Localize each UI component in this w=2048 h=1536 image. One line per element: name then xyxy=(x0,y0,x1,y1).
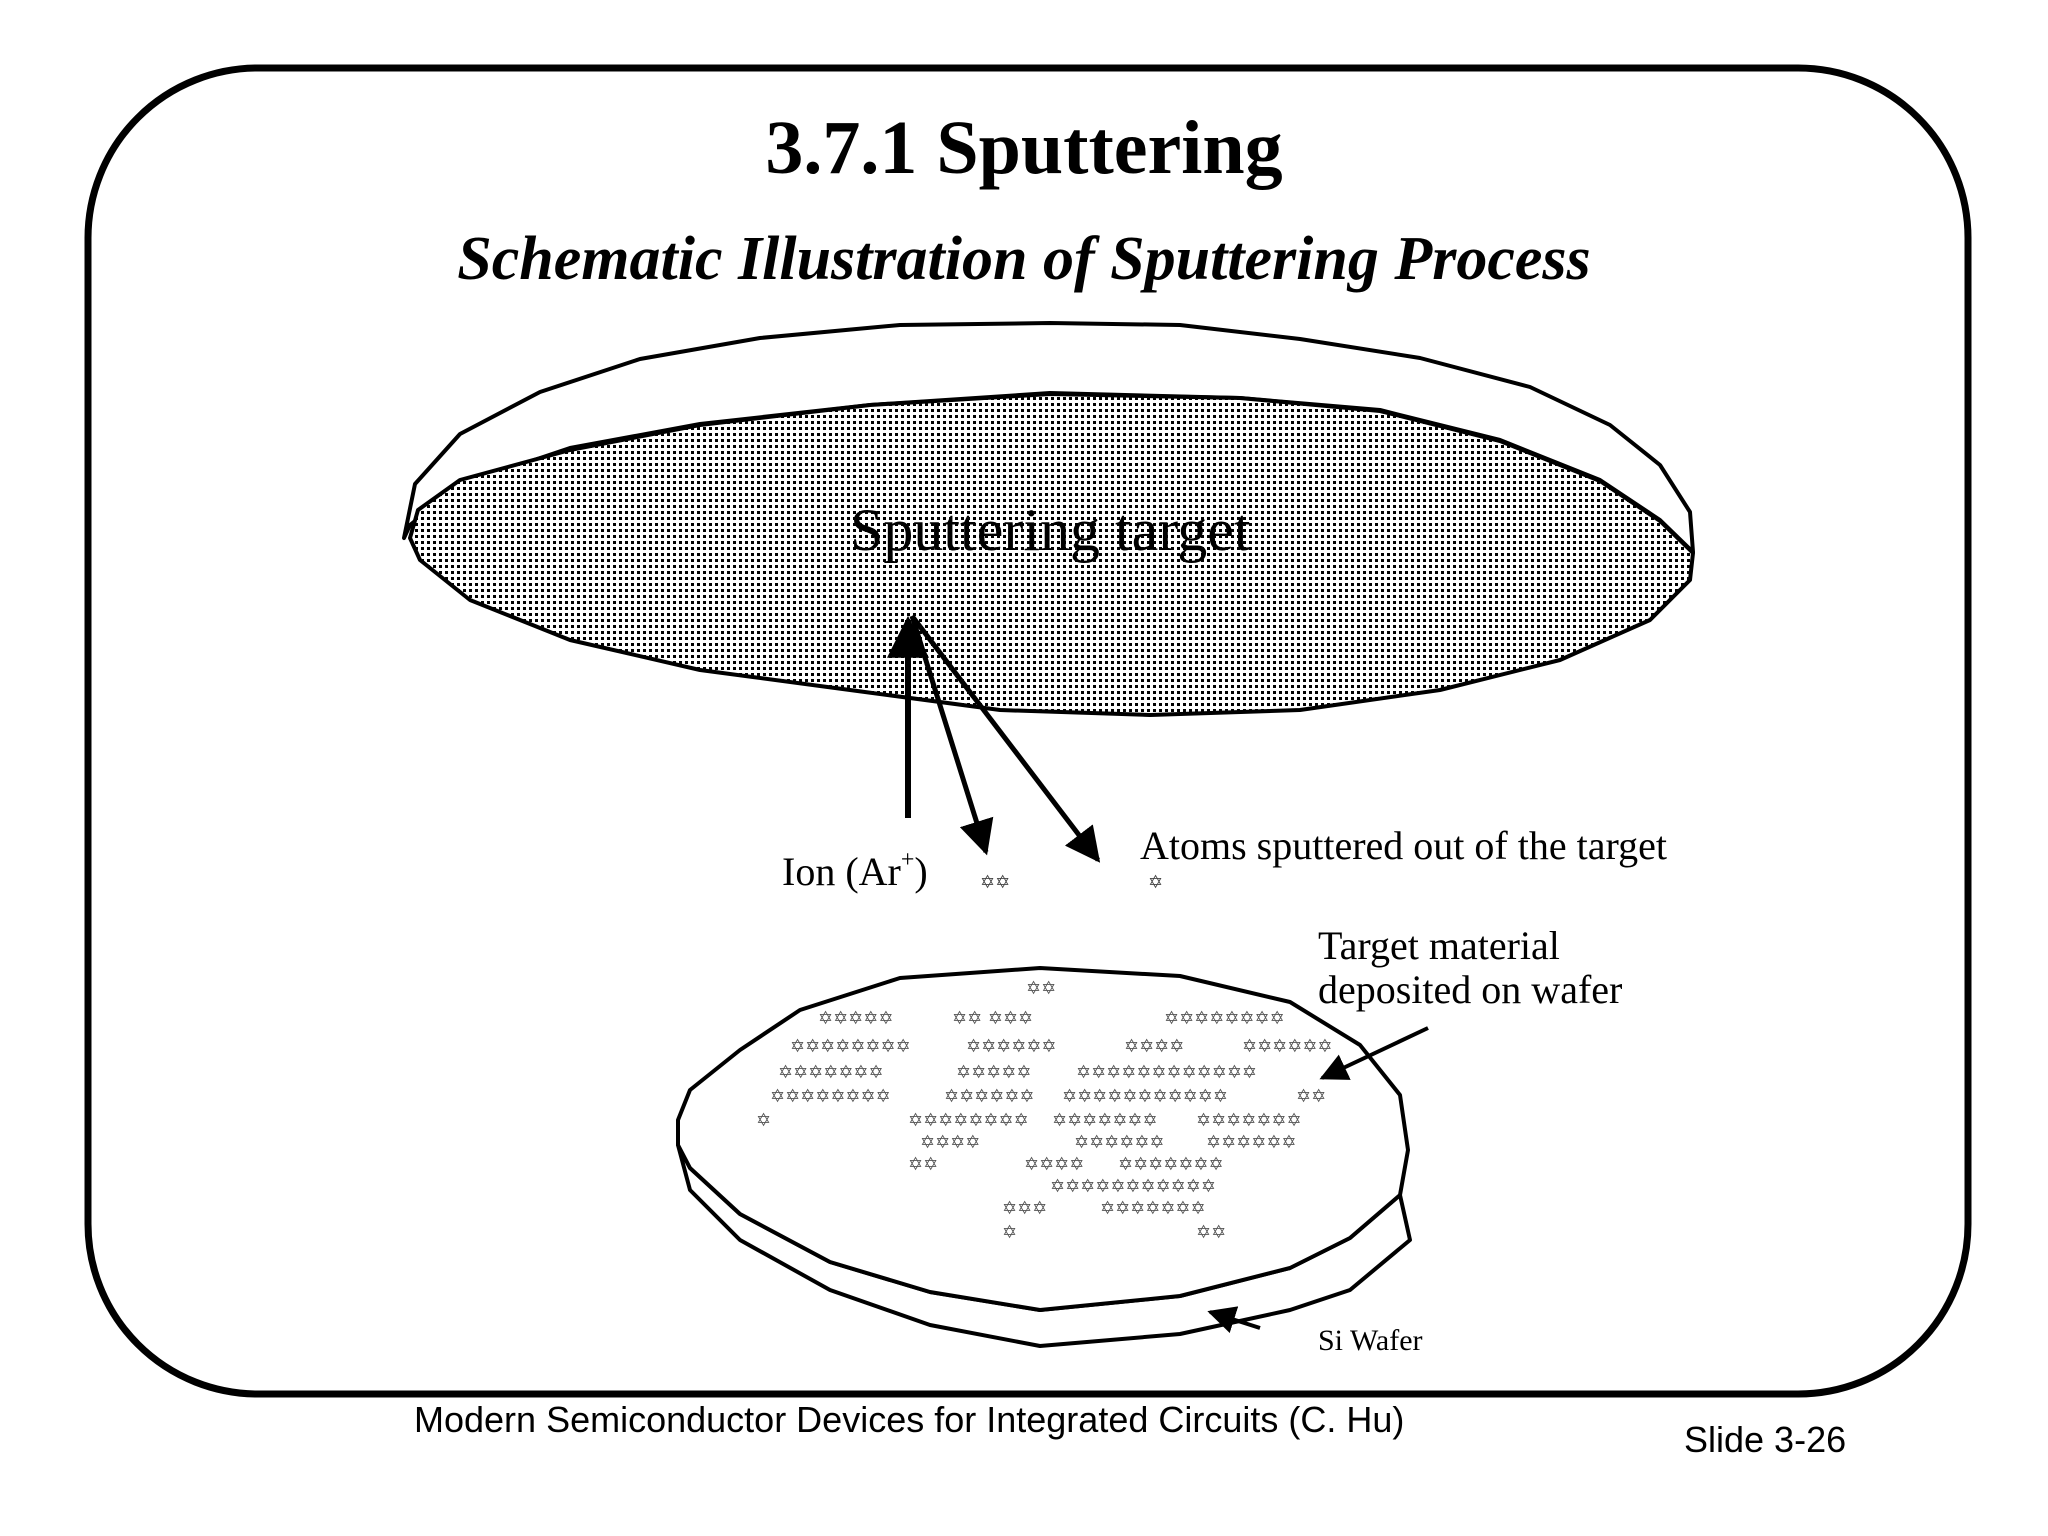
deposit-label: Target material deposited on wafer xyxy=(1318,924,1622,1012)
svg-text:✡✡✡✡✡✡: ✡✡✡✡✡✡ xyxy=(1242,1036,1333,1057)
svg-text:✡✡: ✡✡ xyxy=(1296,1086,1326,1107)
sputtered-atoms-in-flight: ✡✡ ✡ xyxy=(980,872,1163,893)
svg-text:✡✡✡✡✡✡✡: ✡✡✡✡✡✡✡ xyxy=(1052,1110,1158,1131)
deposit-label-line2: deposited on wafer xyxy=(1318,967,1623,1012)
svg-text:✡✡✡✡✡✡✡✡✡✡✡: ✡✡✡✡✡✡✡✡✡✡✡ xyxy=(1050,1176,1216,1197)
svg-text:✡✡✡✡✡✡✡: ✡✡✡✡✡✡✡ xyxy=(1100,1198,1206,1219)
svg-text:✡✡✡✡✡: ✡✡✡✡✡ xyxy=(818,1008,893,1029)
svg-text:✡✡ ✡✡✡: ✡✡ ✡✡✡ xyxy=(952,1008,1033,1029)
svg-text:✡✡✡✡✡✡✡✡: ✡✡✡✡✡✡✡✡ xyxy=(770,1086,891,1107)
svg-text:✡✡✡✡: ✡✡✡✡ xyxy=(1124,1036,1184,1057)
slide-subtitle: Schematic Illustration of Sputtering Pro… xyxy=(457,225,1591,293)
footer-book-title: Modern Semiconductor Devices for Integra… xyxy=(414,1399,1405,1440)
svg-text:✡✡✡✡✡✡✡: ✡✡✡✡✡✡✡ xyxy=(1196,1110,1302,1131)
svg-text:✡✡✡✡✡✡✡: ✡✡✡✡✡✡✡ xyxy=(1118,1154,1224,1175)
wafer-top xyxy=(676,966,1410,1312)
target-label: Sputtering target xyxy=(850,497,1251,563)
svg-text:✡✡: ✡✡ xyxy=(1026,978,1056,999)
ion-label-close: ) xyxy=(914,849,928,894)
svg-text:✡: ✡ xyxy=(1002,1222,1017,1243)
svg-text:✡✡: ✡✡ xyxy=(980,872,1010,893)
svg-text:✡: ✡ xyxy=(756,1110,771,1131)
slide-title: 3.7.1 Sputtering xyxy=(765,106,1283,190)
sputtered-atom-arrow-short xyxy=(909,615,994,856)
svg-text:✡✡✡✡✡✡✡✡: ✡✡✡✡✡✡✡✡ xyxy=(908,1110,1029,1131)
deposit-arrow xyxy=(1319,1026,1429,1080)
slide-frame xyxy=(84,64,1972,1398)
ion-charge: + xyxy=(900,847,915,873)
svg-text:✡✡✡✡: ✡✡✡✡ xyxy=(1024,1154,1084,1175)
svg-text:✡✡✡✡✡: ✡✡✡✡✡ xyxy=(956,1062,1031,1083)
target-disc-face xyxy=(408,392,1695,717)
svg-text:✡✡✡✡✡✡✡✡: ✡✡✡✡✡✡✡✡ xyxy=(1164,1008,1285,1029)
svg-text:✡✡✡: ✡✡✡ xyxy=(1002,1198,1047,1219)
ion-label: Ion (Ar+) xyxy=(782,848,928,892)
deposit-label-line1: Target material xyxy=(1318,923,1560,968)
svg-text:✡✡✡✡✡✡✡✡: ✡✡✡✡✡✡✡✡ xyxy=(790,1036,911,1057)
svg-text:✡✡✡✡✡✡✡✡✡✡✡✡: ✡✡✡✡✡✡✡✡✡✡✡✡ xyxy=(1076,1062,1257,1083)
wafer-arrow xyxy=(1207,1306,1261,1334)
wafer-label: Si Wafer xyxy=(1318,1324,1423,1357)
svg-text:✡✡: ✡✡ xyxy=(908,1154,938,1175)
svg-text:✡✡✡✡: ✡✡✡✡ xyxy=(920,1132,980,1153)
svg-text:✡✡✡✡✡✡: ✡✡✡✡✡✡ xyxy=(944,1086,1035,1107)
svg-text:✡✡✡✡✡✡✡✡✡✡✡: ✡✡✡✡✡✡✡✡✡✡✡ xyxy=(1062,1086,1228,1107)
svg-text:✡✡✡✡✡✡: ✡✡✡✡✡✡ xyxy=(966,1036,1057,1057)
slide-number: Slide 3-26 xyxy=(1684,1419,1847,1460)
svg-text:✡✡✡✡✡✡: ✡✡✡✡✡✡ xyxy=(1206,1132,1297,1153)
atoms-label: Atoms sputtered out of the target xyxy=(1140,823,1667,868)
svg-text:✡: ✡ xyxy=(1148,872,1163,893)
sputtered-atom-arrow-long xyxy=(910,614,1101,863)
svg-text:✡✡✡✡✡✡: ✡✡✡✡✡✡ xyxy=(1074,1132,1165,1153)
ion-label-text: Ion (Ar xyxy=(782,849,901,894)
svg-text:✡✡: ✡✡ xyxy=(1196,1222,1226,1243)
deposited-atoms: ✡✡ ✡✡✡✡✡ ✡✡ ✡✡✡ ✡✡✡✡✡✡✡✡ ✡✡✡✡✡✡✡✡ ✡✡✡✡✡✡… xyxy=(756,978,1333,1243)
svg-text:✡✡✡✡✡✡✡: ✡✡✡✡✡✡✡ xyxy=(778,1062,884,1083)
